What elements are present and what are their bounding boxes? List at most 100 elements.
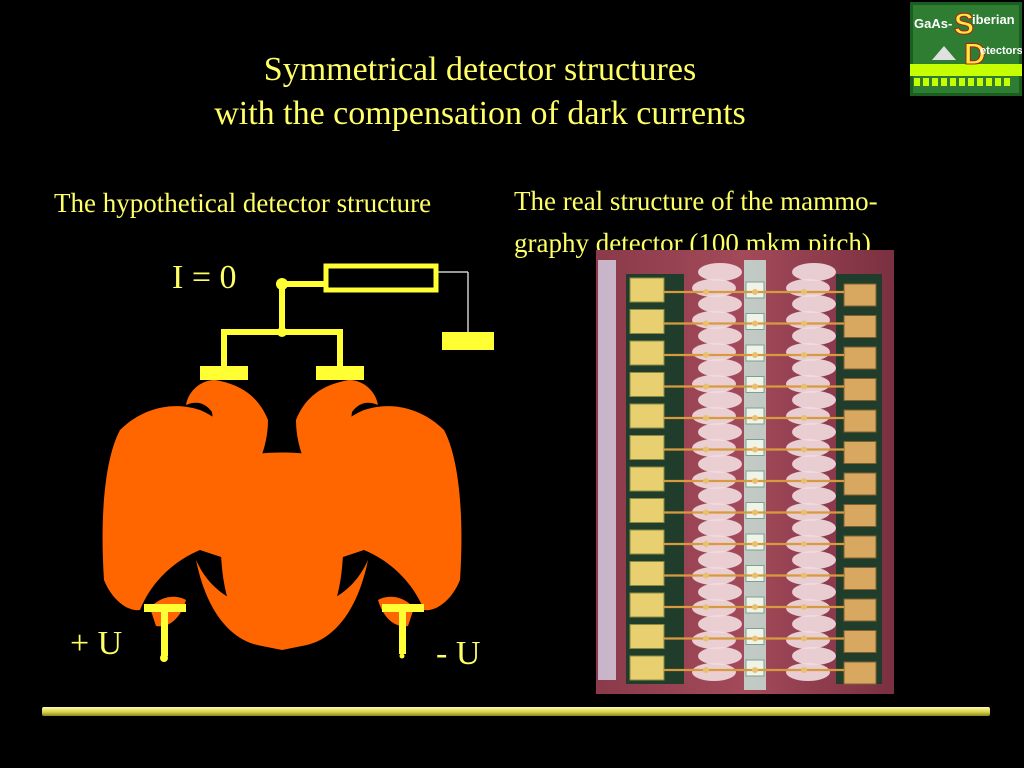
strip-segment	[692, 343, 736, 361]
bottom-accent-bar	[42, 707, 990, 716]
right-pad	[843, 378, 877, 401]
bond-point	[703, 604, 709, 610]
right-pad	[843, 661, 877, 685]
right-pad	[843, 315, 877, 338]
bond-point	[801, 352, 807, 358]
strip-segment	[792, 647, 836, 665]
bond-point	[703, 509, 709, 516]
right-pad	[843, 409, 877, 433]
logo-stripe-segments	[914, 78, 1010, 86]
strip-segment	[698, 519, 742, 537]
strip-segment	[792, 615, 836, 633]
left-pad	[629, 372, 665, 397]
bond-point	[752, 667, 758, 673]
ground-symbol-icon	[442, 332, 494, 350]
strip-segment	[698, 455, 742, 473]
bond-point	[752, 635, 758, 642]
bond-point	[801, 415, 807, 421]
bond-point	[703, 289, 709, 295]
bond-point	[703, 352, 709, 358]
right-pad	[843, 504, 877, 527]
strip-segment	[692, 631, 736, 649]
strip-segment	[698, 583, 742, 601]
hypothetical-detector-diagram	[102, 263, 494, 662]
logo-text-etectors: etectors	[980, 45, 1022, 57]
right-contact-pad	[316, 366, 364, 380]
real-structure-caption-line-1: The real structure of the mammo-	[514, 186, 878, 216]
slide-title: Symmetrical detector structures with the…	[0, 48, 960, 136]
right-pad	[843, 567, 877, 590]
strip-segment	[792, 487, 836, 505]
bond-point	[752, 352, 758, 358]
right-pad	[843, 346, 877, 370]
bond-point	[801, 635, 807, 642]
left-contact-pads	[629, 277, 665, 681]
left-pad	[629, 340, 665, 366]
title-line-2: with the compensation of dark currents	[214, 95, 746, 132]
bond-point	[752, 604, 758, 610]
strip-segment	[792, 455, 836, 473]
bond-point	[703, 446, 709, 453]
bond-wires	[664, 289, 844, 673]
bond-point	[703, 635, 709, 642]
strip-segment	[786, 663, 830, 681]
left-pad	[629, 466, 665, 492]
strip-segment	[792, 295, 836, 313]
bond-point	[703, 478, 709, 484]
strip-segment	[692, 311, 736, 329]
strip-segment	[786, 311, 830, 329]
strip-segment	[792, 583, 836, 601]
bond-point	[801, 509, 807, 516]
strip-segment	[792, 423, 836, 441]
logo-cone-icon	[932, 46, 956, 60]
strip-segment	[786, 279, 830, 297]
minus-terminal	[382, 604, 424, 659]
left-pad	[629, 277, 665, 303]
logo-text-iberian: iberian	[972, 12, 1015, 27]
right-pad	[843, 472, 877, 496]
strip-segment	[698, 295, 742, 313]
left-pad	[629, 403, 665, 429]
left-pad	[629, 435, 665, 460]
bond-point	[801, 446, 807, 453]
left-pad	[629, 592, 665, 618]
right-pad	[843, 283, 877, 307]
bond-point	[703, 383, 709, 390]
strip-segment	[698, 487, 742, 505]
strip-segment	[692, 279, 736, 297]
bond-point	[752, 509, 758, 516]
logo-text-gaas: GaAs-	[914, 16, 952, 31]
title-line-1: Symmetrical detector structures	[263, 51, 697, 88]
strip-segment	[692, 439, 736, 457]
logo-stripe	[910, 64, 1022, 76]
zero-current-label: I = 0	[172, 259, 237, 296]
strip-segment	[698, 551, 742, 569]
strip-segment	[792, 263, 836, 281]
bond-point	[752, 446, 758, 453]
strip-segment	[792, 391, 836, 409]
bond-point	[752, 383, 758, 390]
plus-terminal	[144, 604, 186, 662]
bond-point	[752, 572, 758, 579]
bond-point	[752, 320, 758, 327]
double-headed-eagle-icon	[102, 380, 462, 650]
strip-segment	[692, 663, 736, 681]
left-pad	[629, 624, 665, 649]
bond-point	[801, 320, 807, 327]
output-node	[276, 278, 288, 290]
strip-segment	[698, 359, 742, 377]
strip-segment	[786, 439, 830, 457]
hypothetical-structure-caption: The hypothetical detector structure	[54, 188, 432, 218]
strip-segment	[698, 615, 742, 633]
right-contact-pads	[843, 283, 877, 685]
bond-point	[703, 572, 709, 579]
strip-segment	[786, 375, 830, 393]
bond-point	[801, 572, 807, 579]
minus-voltage-label: - U	[436, 635, 481, 672]
plus-voltage-label: + U	[70, 625, 123, 662]
bond-point	[801, 667, 807, 673]
bond-point	[801, 478, 807, 484]
bond-point	[752, 478, 758, 484]
real-structure-caption: The real structure of the mammo- graphy …	[514, 180, 994, 264]
strip-segment	[698, 647, 742, 665]
